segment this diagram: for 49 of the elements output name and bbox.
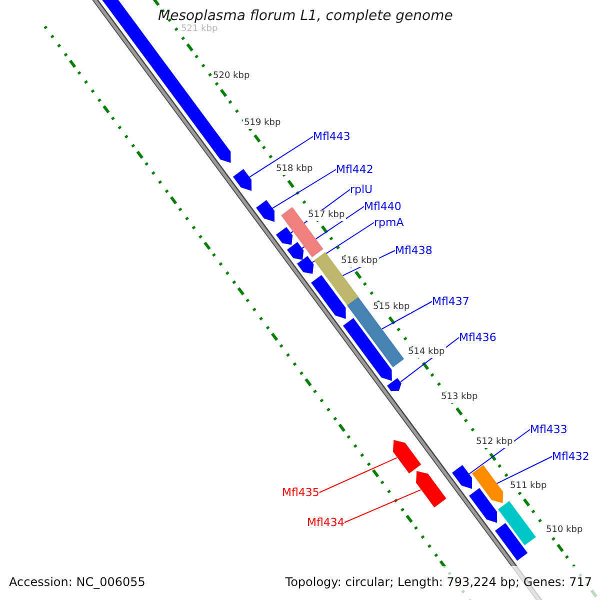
leader-line [468, 429, 530, 475]
gene-feature [342, 318, 392, 381]
gene-feature [276, 226, 292, 245]
gene-feature [280, 207, 323, 258]
gene-label: Mfl433 [530, 423, 568, 436]
gene-feature [498, 501, 536, 546]
accession-text: Accession: NC_006055 [9, 575, 146, 589]
tick-label: 519 kbp [243, 118, 282, 129]
gene-label: Mfl436 [459, 331, 496, 344]
gene-label: Mfl440 [364, 200, 402, 213]
tick-label: 518 kbp [275, 164, 314, 175]
leader-line [318, 457, 398, 493]
tick-label: 511 kbp [509, 481, 548, 492]
gene-feature [286, 242, 304, 260]
gene-feature [314, 252, 358, 306]
gene-feature [468, 488, 497, 523]
leader-line [496, 456, 552, 484]
tick-label: 521 kbp [180, 24, 219, 35]
gene-label: Mfl437 [432, 295, 470, 308]
leader-line [382, 301, 432, 330]
gene-label: Mfl443 [313, 130, 350, 143]
leader-line [272, 169, 336, 209]
tick-label: 510 kbp [545, 525, 584, 536]
gene-feature [392, 440, 421, 474]
gene-feature [472, 465, 503, 504]
gene-label: Mfl434 [307, 516, 344, 529]
leader-line [344, 489, 422, 523]
gene-label: Mfl435 [282, 486, 320, 499]
leader-line [248, 136, 314, 178]
tick-label: 516 kbp [340, 256, 379, 267]
tick-label: 512 kbp [475, 437, 514, 448]
tick-label: 520 kbp [212, 71, 251, 82]
tick-label: 514 kbp [407, 347, 446, 358]
gene-feature [311, 274, 346, 319]
gene-label: rplU [350, 183, 373, 196]
gene-feature [232, 168, 252, 191]
tick-label: 517 kbp [307, 210, 346, 221]
gene-label: Mfl438 [395, 244, 432, 257]
tick-label: 513 kbp [440, 392, 479, 403]
map-title: Mesoplasma florum L1, complete genome [158, 8, 453, 24]
gene-label: Mfl442 [336, 163, 374, 176]
gene-label: rpmA [374, 216, 404, 229]
tick-label: 515 kbp [372, 302, 411, 313]
gene-feature [494, 522, 528, 561]
gene-label: Mfl432 [552, 450, 590, 463]
gene-feature [416, 471, 446, 508]
gene-feature [387, 378, 402, 392]
gene-feature [256, 200, 274, 222]
genome-summary-text: Topology: circular; Length: 793,224 bp; Genes: 717 [285, 575, 592, 589]
